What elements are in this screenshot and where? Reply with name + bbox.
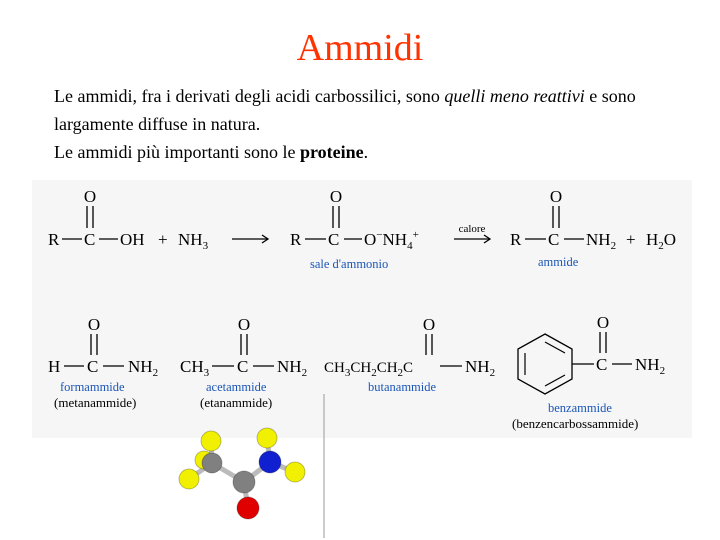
svg-text:R: R xyxy=(48,230,60,249)
svg-text:C: C xyxy=(548,230,559,249)
svg-text:C: C xyxy=(87,357,98,376)
water-formula: H2O xyxy=(646,230,676,252)
svg-text:NH2: NH2 xyxy=(277,357,307,379)
svg-text:O−NH4+: O−NH4+ xyxy=(364,229,419,252)
amide-product-structure: O R C NH2 xyxy=(510,187,616,252)
svg-text:O: O xyxy=(550,187,562,206)
nitrogen-atom xyxy=(258,450,282,474)
example-name-2: acetammide xyxy=(206,380,267,394)
carbon-atom xyxy=(232,470,256,494)
intro-text: Le ammidi, fra i derivati degli acidi ca… xyxy=(54,82,704,166)
salt-label: sale d'ammonio xyxy=(310,257,388,271)
reaction-arrow-1 xyxy=(232,234,270,244)
ammonium-salt-structure: O R C O−NH4+ xyxy=(290,187,419,252)
formamide-structure: O H C NH2 xyxy=(48,315,158,379)
hydrogen-atom xyxy=(284,461,306,483)
intro-line-2-end: . xyxy=(363,142,369,162)
example-name-4: benzammide xyxy=(548,401,612,415)
ball-and-stick-model xyxy=(178,427,306,520)
svg-text:R: R xyxy=(290,230,302,249)
page-title: Ammidi xyxy=(296,27,424,69)
heat-arrow: calore xyxy=(454,223,492,244)
hydrogen-atom xyxy=(256,427,278,449)
intro-line-2: Le ammidi più importanti sono le protein… xyxy=(54,138,704,166)
svg-text:O: O xyxy=(84,187,96,206)
svg-text:C: C xyxy=(84,230,95,249)
svg-text:CH3: CH3 xyxy=(180,357,210,379)
svg-text:C: C xyxy=(237,357,248,376)
svg-text:C: C xyxy=(596,355,607,374)
example-name-1: formammide xyxy=(60,380,125,394)
svg-text:O: O xyxy=(597,313,609,332)
formula-panel xyxy=(32,180,692,438)
intro-line-1-text: Le ammidi, fra i derivati degli acidi ca… xyxy=(54,86,445,106)
svg-text:OH: OH xyxy=(120,230,145,249)
ammonia-formula: NH3 xyxy=(178,230,209,252)
intro-bold: proteine xyxy=(299,142,364,162)
heat-label: calore xyxy=(459,223,486,235)
svg-text:R: R xyxy=(510,230,522,249)
svg-text:NH2: NH2 xyxy=(635,355,665,377)
hydrogen-atom xyxy=(200,430,222,452)
butanamide-structure: O CH3CH2CH2C NH2 xyxy=(324,315,495,379)
acetamide-structure: O CH3 C NH2 xyxy=(180,315,307,379)
svg-text:CH3CH2CH2C: CH3CH2CH2C xyxy=(324,360,413,379)
example-alt-1: (metanammide) xyxy=(54,395,136,410)
carbon-atom xyxy=(201,452,223,474)
svg-text:NH2: NH2 xyxy=(586,230,616,252)
amide-label: ammide xyxy=(538,255,579,269)
intro-line-1-end: e sono largamente diffuse in natura. xyxy=(54,86,636,134)
benzamide-structure: O C NH2 xyxy=(517,313,665,395)
example-alt-2: (etanammide) xyxy=(200,395,272,410)
svg-text:H: H xyxy=(48,357,60,376)
svg-text:C: C xyxy=(328,230,339,249)
svg-text:O: O xyxy=(330,187,342,206)
svg-text:NH2: NH2 xyxy=(128,357,158,379)
svg-text:O: O xyxy=(423,315,435,334)
plus-sign-2: + xyxy=(626,230,636,249)
intro-line-1: Le ammidi, fra i derivati degli acidi ca… xyxy=(54,82,704,138)
svg-text:NH2: NH2 xyxy=(465,357,495,379)
svg-text:O: O xyxy=(238,315,250,334)
example-alt-4: (benzencarbossammide) xyxy=(512,416,638,431)
oxygen-atom xyxy=(236,496,260,520)
intro-line-2-text: Le ammidi più importanti sono le xyxy=(54,142,300,162)
plus-sign: + xyxy=(158,230,168,249)
intro-emphasis: quelli meno reattivi xyxy=(444,86,585,106)
example-name-3: butanammide xyxy=(368,380,436,394)
svg-text:O: O xyxy=(88,315,100,334)
carboxylic-acid-structure: O R C OH xyxy=(48,187,145,249)
hydrogen-atom xyxy=(178,468,200,490)
